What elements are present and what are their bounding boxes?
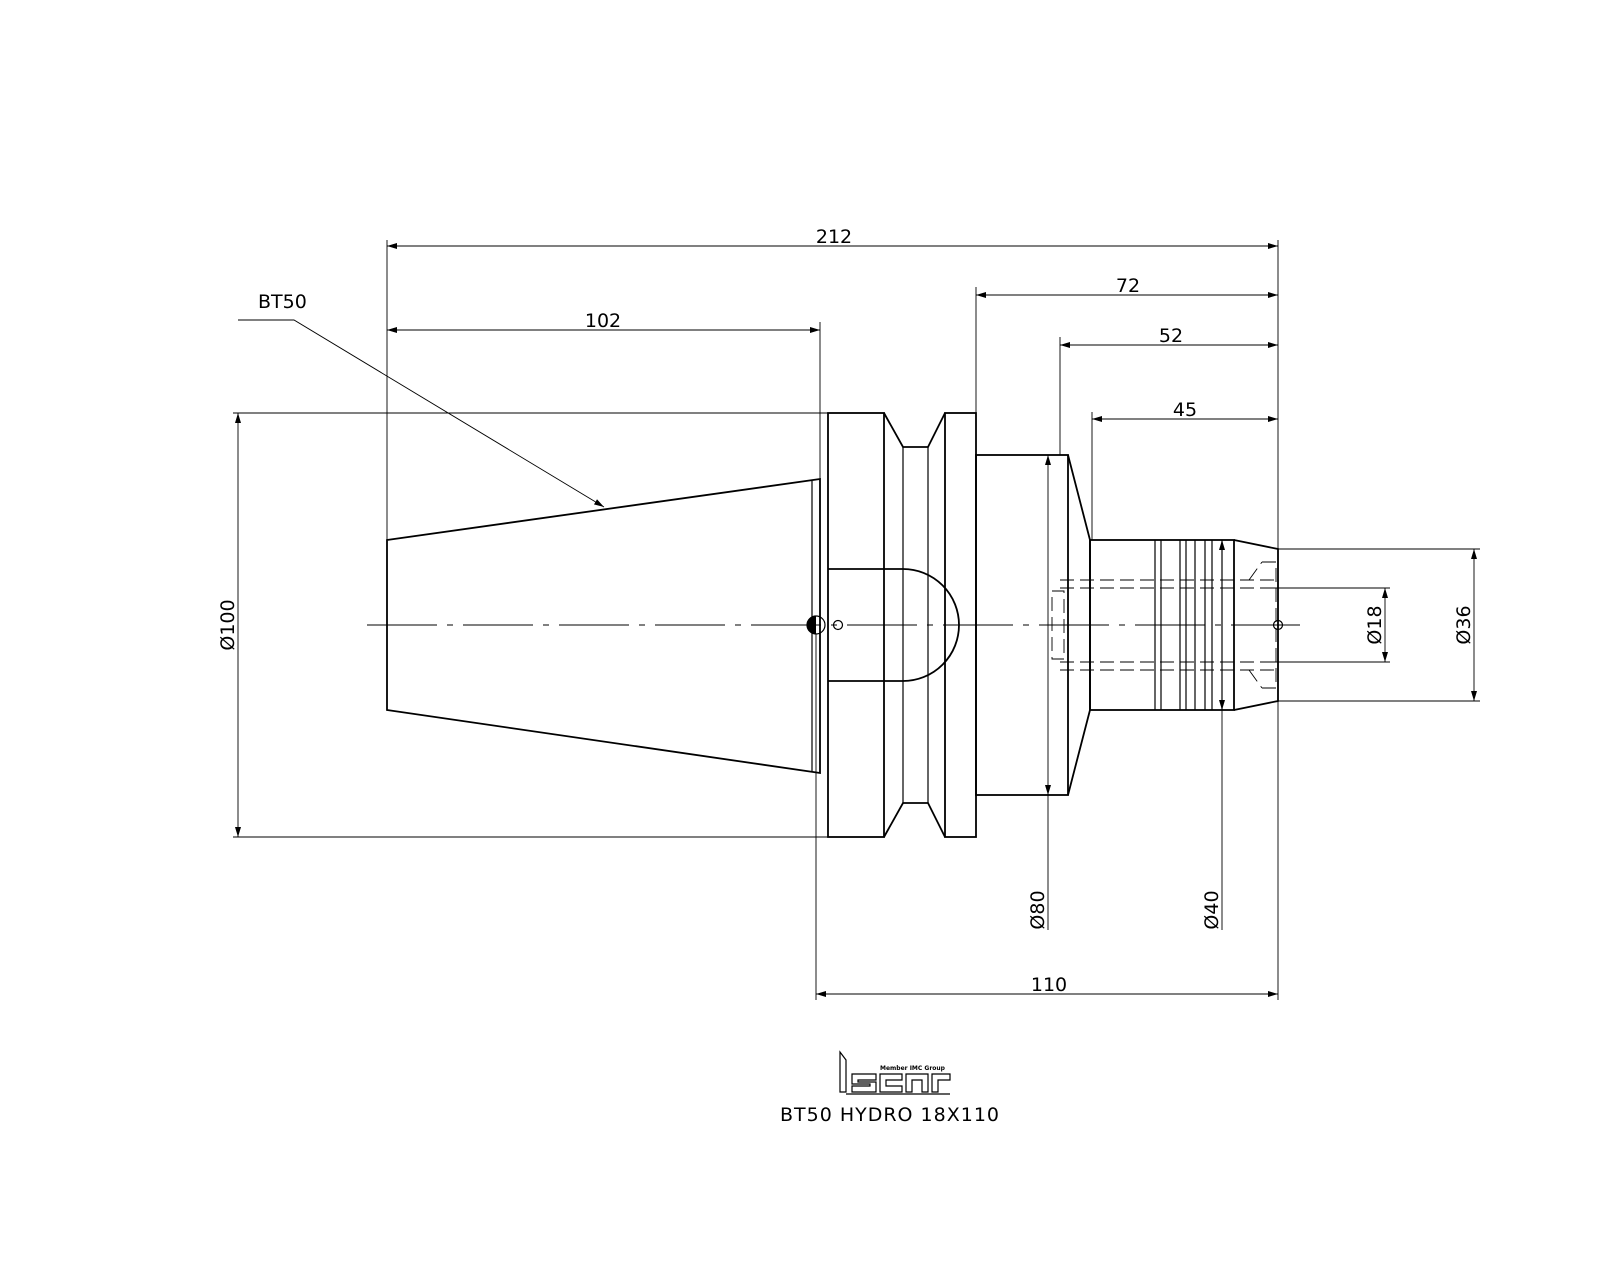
dim-80-text: Ø80 [1027, 890, 1049, 929]
logo-letter-c [879, 1073, 903, 1093]
iscar-logo: Member IMC Group [839, 1050, 951, 1095]
dim-45-text: 45 [1173, 399, 1197, 421]
dim-102-text: 102 [585, 310, 621, 332]
dim-40-text: Ø40 [1201, 890, 1223, 929]
taper-cone [386, 477, 821, 775]
title-block: Member IMC Group BT50 HYDRO 18X110 [780, 1050, 1000, 1126]
tool-holder-outline [367, 412, 1300, 838]
dimension-lines [235, 243, 1477, 997]
dim-212-text: 212 [816, 226, 852, 248]
bt50-callout-text: BT50 [258, 291, 307, 313]
tip-center-dot [1272, 619, 1284, 631]
extension-lines [233, 240, 1480, 1000]
center-dot [832, 619, 844, 631]
dim-18-text: Ø18 [1364, 605, 1386, 644]
sleeve-hidden [1262, 561, 1277, 689]
sleeve-hidden [1248, 561, 1263, 581]
dim-110-text: 110 [1031, 974, 1067, 996]
bt50-leader [238, 319, 605, 508]
piston-hidden [1051, 590, 1065, 660]
part-name: BT50 HYDRO 18X110 [780, 1104, 1000, 1126]
gauge-mark-fill [807, 616, 816, 634]
dim-36-text: Ø36 [1453, 605, 1475, 644]
dim-52-text: 52 [1159, 325, 1183, 347]
logo-tagline: Member IMC Group [880, 1065, 946, 1072]
sleeve-hidden [1248, 669, 1263, 689]
logo-letter-a [905, 1073, 929, 1093]
logo-letter-r [931, 1073, 951, 1093]
dim-100-text: Ø100 [217, 599, 239, 650]
logo-letter-s [851, 1073, 877, 1093]
dimension-texts: 212 102 72 52 45 110 BT50 Ø100 Ø80 Ø40 Ø… [217, 226, 1475, 996]
logo-letter-i [839, 1050, 847, 1093]
dim-72-text: 72 [1116, 275, 1140, 297]
v-groove [883, 412, 946, 838]
